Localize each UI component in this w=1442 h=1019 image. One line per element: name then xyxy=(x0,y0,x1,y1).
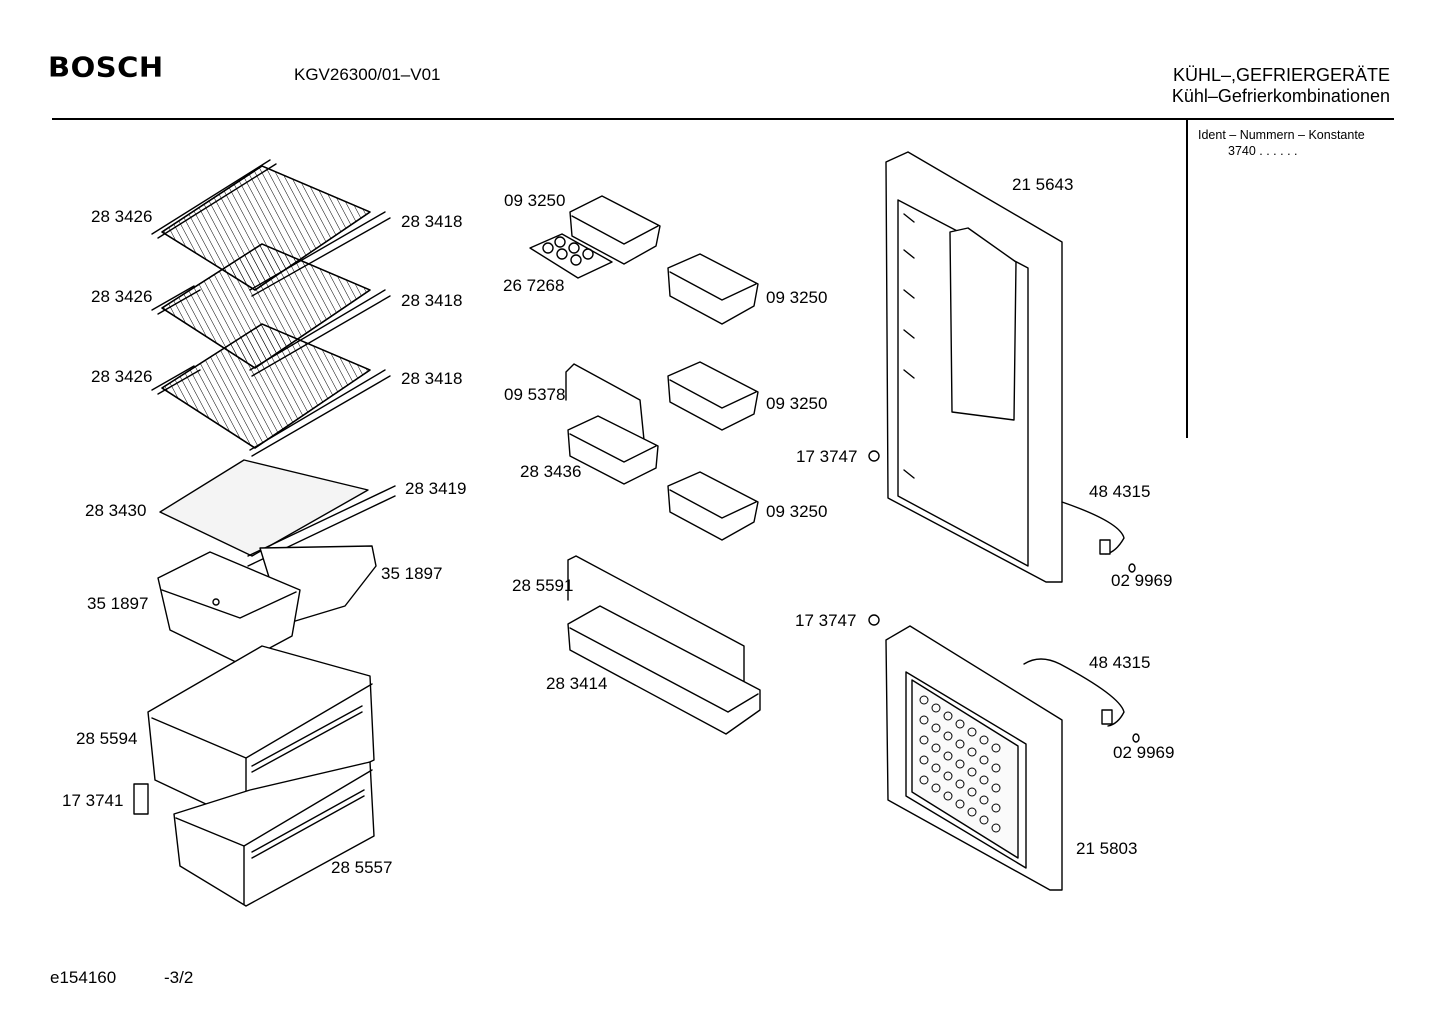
part-label-fridge-door: 21 5643 xyxy=(1012,175,1074,194)
door-shelf-4 xyxy=(668,472,758,540)
part-label-door-shelf-2: 09 3250 xyxy=(766,288,828,307)
drawing-code: e154160 xyxy=(50,968,117,987)
part-label-egg-tray: 26 7268 xyxy=(503,276,565,295)
bottle-retainer-small xyxy=(566,364,644,440)
drawer-lower xyxy=(174,762,374,906)
bottle-retainer-large xyxy=(568,556,744,692)
part-label-shelf-trim-2: 28 3418 xyxy=(401,291,463,310)
handle-upper xyxy=(1062,502,1124,554)
model-number: KGV26300/01–V01 xyxy=(294,65,441,84)
part-label-shelf-glass-3: 28 3426 xyxy=(91,367,153,386)
part-label-hinge-cap-lower: 17 3747 xyxy=(795,611,857,630)
part-label-screw-lower: 02 9969 xyxy=(1113,743,1175,762)
part-label-door-shelf-3: 09 3250 xyxy=(766,394,828,413)
bottle-shelf xyxy=(568,606,760,734)
part-label-small-tray-right: 35 1897 xyxy=(381,564,443,583)
part-label-bottle-retainer-small: 09 5378 xyxy=(504,385,566,404)
part-label-door-shelf-top: 09 3250 xyxy=(504,191,566,210)
screw-lower xyxy=(1133,734,1139,742)
part-label-drawer-clip: 17 3741 xyxy=(62,791,124,810)
glass-shelf-3 xyxy=(152,324,390,456)
brand-logo: BOSCH xyxy=(48,50,164,84)
part-label-bottle-shelf: 28 3414 xyxy=(546,674,608,693)
crisper-cover xyxy=(160,460,395,566)
part-label-hinge-cap-upper: 17 3747 xyxy=(796,447,858,466)
hinge-cap-lower xyxy=(869,615,879,625)
ident-label: Ident – Nummern – Konstante xyxy=(1198,128,1365,142)
fridge-door xyxy=(886,152,1062,582)
part-label-small-tray-left: 35 1897 xyxy=(87,594,149,613)
part-label-crisper-cover-trim: 28 3419 xyxy=(405,479,467,498)
part-label-door-shelf-medium: 28 3436 xyxy=(520,462,582,481)
door-shelf-top xyxy=(570,196,660,264)
ident-box-divider xyxy=(1186,120,1188,438)
small-trays xyxy=(158,546,376,664)
door-shelf-2 xyxy=(668,254,758,324)
hinge-cap-upper xyxy=(869,451,879,461)
part-label-handle-lower: 48 4315 xyxy=(1089,653,1151,672)
drawer-clip xyxy=(134,784,148,814)
part-label-bottle-retainer-large: 28 5591 xyxy=(512,576,574,595)
part-label-door-shelf-4: 09 3250 xyxy=(766,502,828,521)
part-label-shelf-trim-3: 28 3418 xyxy=(401,369,463,388)
part-label-crisper-cover: 28 3430 xyxy=(85,501,147,520)
ident-value: 3740 . . . . . . xyxy=(1228,144,1298,158)
part-label-freezer-door: 21 5803 xyxy=(1076,839,1138,858)
category-title: KÜHL–,GEFRIERGERÄTE xyxy=(1172,65,1390,85)
part-label-drawer-upper: 28 5594 xyxy=(76,729,138,748)
handle-lower xyxy=(1024,659,1124,726)
part-label-drawer-lower: 28 5557 xyxy=(331,858,393,877)
door-shelf-3 xyxy=(668,362,758,430)
part-label-shelf-trim-1: 28 3418 xyxy=(401,212,463,231)
part-label-shelf-glass-1: 28 3426 xyxy=(91,207,153,226)
door-shelf-medium xyxy=(568,416,658,484)
screw-upper xyxy=(1129,564,1135,572)
part-label-handle-upper: 48 4315 xyxy=(1089,482,1151,501)
part-label-shelf-glass-2: 28 3426 xyxy=(91,287,153,306)
category-subtitle: Kühl–Gefrierkombinationen xyxy=(1171,86,1390,106)
egg-tray xyxy=(530,234,612,278)
part-label-screw-upper: 02 9969 xyxy=(1111,571,1173,590)
freezer-door xyxy=(886,626,1062,890)
header-divider xyxy=(52,118,1394,120)
page-number: -3/2 xyxy=(164,968,194,987)
